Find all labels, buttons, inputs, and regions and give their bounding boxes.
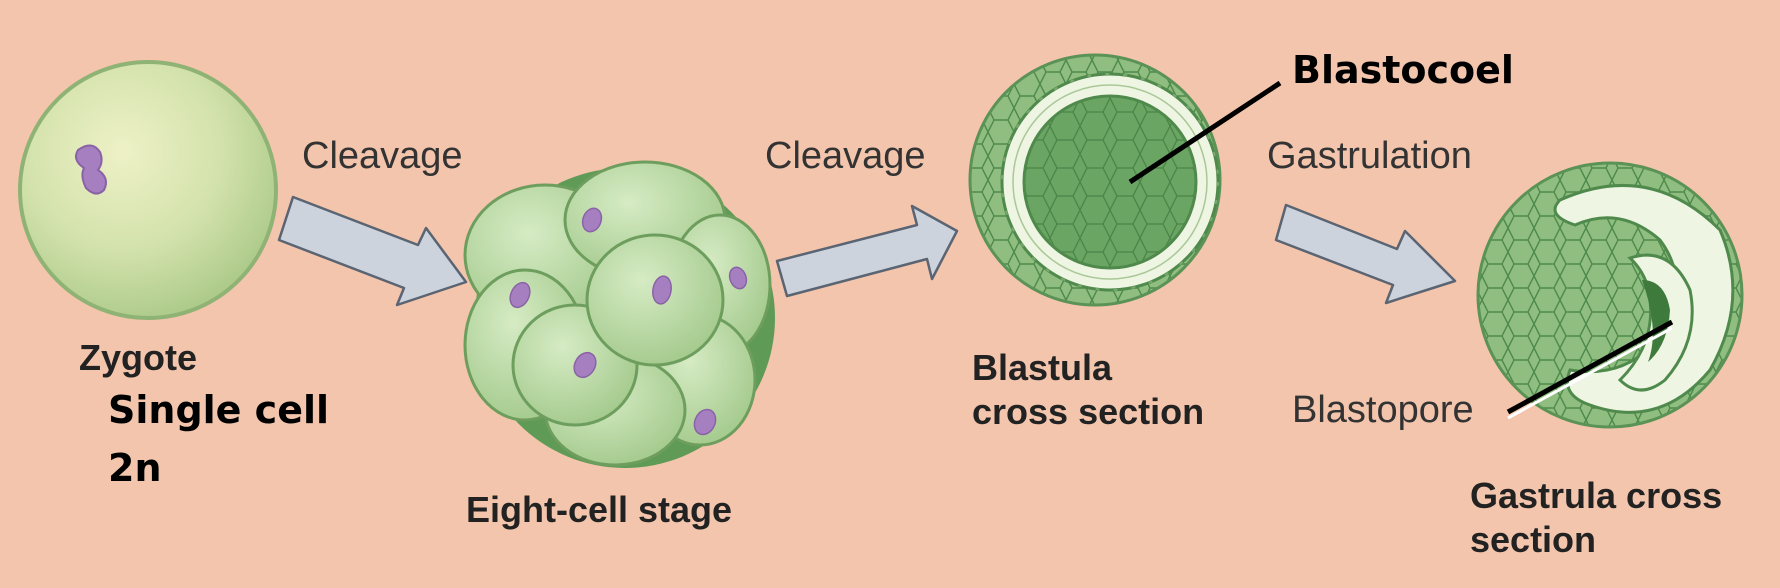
blastocoel-pointer-line <box>1128 80 1282 185</box>
blastocoel-label: Blastocoel <box>1292 48 1514 92</box>
blastula-cross-section <box>968 53 1222 307</box>
blastopore-label: Blastopore <box>1292 389 1474 431</box>
blastopore-pointer-line <box>1506 319 1674 415</box>
cleavage-label-2: Cleavage <box>765 135 926 177</box>
cleavage-arrow-1 <box>277 195 468 307</box>
gastrulation-arrow <box>1274 203 1457 305</box>
gastrulation-label: Gastrulation <box>1267 135 1472 177</box>
zygote-nucleus <box>75 144 107 195</box>
blastopore-pointer-highlight <box>1507 326 1673 420</box>
blastula-label-line2: cross section <box>972 391 1205 432</box>
blastula-label-line1: Blastula <box>972 347 1113 388</box>
cleavage-arrow-2 <box>775 204 959 298</box>
zygote-note-single-cell: Single cell <box>108 388 330 432</box>
eight-cell-label: Eight-cell stage <box>466 489 733 530</box>
zygote-note-ploidy: 2n <box>108 446 162 490</box>
gastrula-label-line1: Gastrula cross <box>1470 475 1723 516</box>
eight-cell-nuclei <box>509 207 748 436</box>
gastrula-cross-section <box>1476 161 1744 429</box>
zygote-cell <box>18 60 278 320</box>
zygote-label: Zygote <box>79 337 198 378</box>
cleavage-label-1: Cleavage <box>302 135 463 177</box>
eight-cell-embryo <box>463 160 775 468</box>
gastrula-label-line2: section <box>1470 519 1597 560</box>
